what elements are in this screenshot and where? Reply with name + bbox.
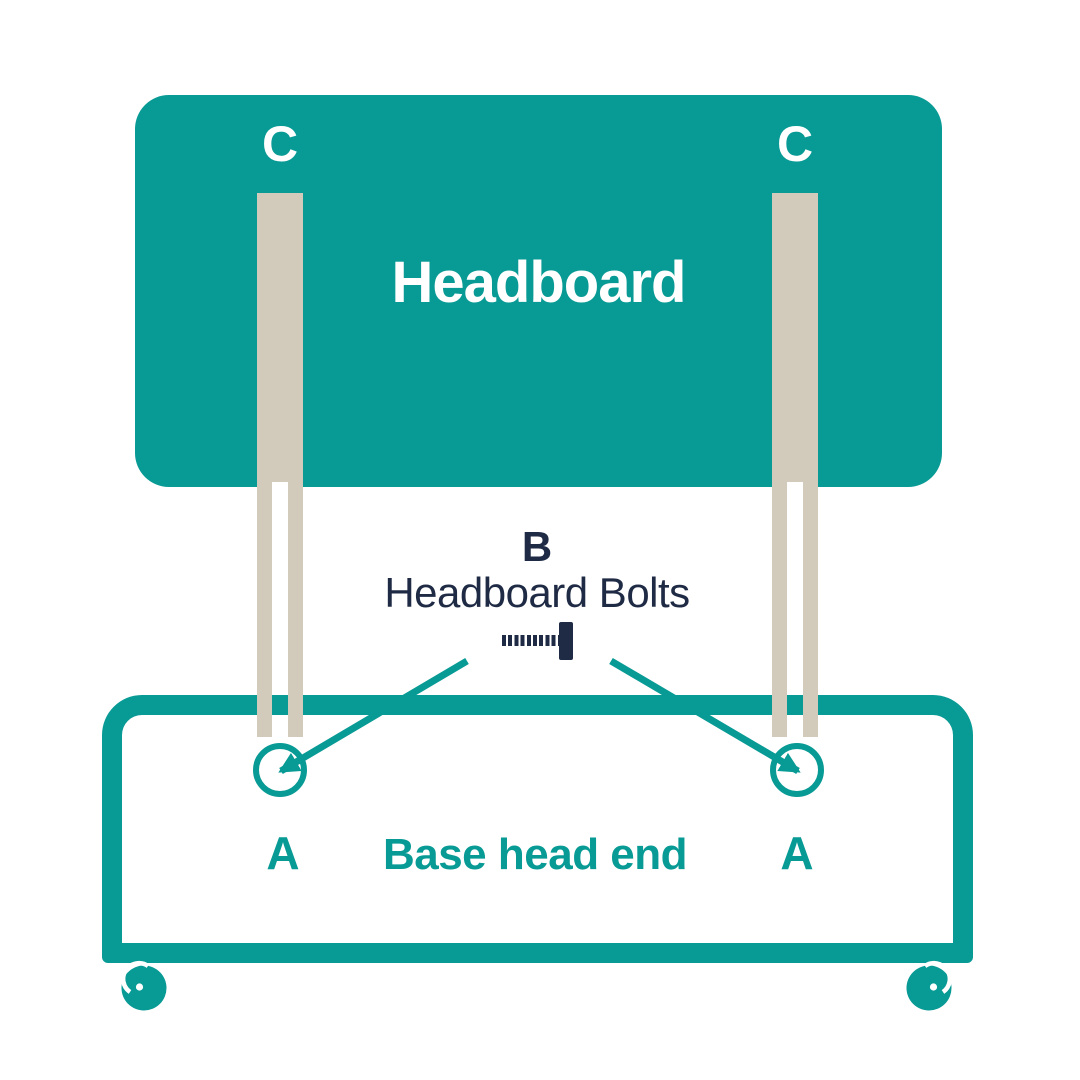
- bolt-head: [559, 622, 573, 660]
- caster-wheel-icon: [120, 960, 167, 1011]
- base-caption: Base head end: [382, 830, 688, 879]
- headboard-strut-right: [772, 193, 818, 482]
- strut-slotted-rail: [803, 482, 818, 737]
- strut-slot-right: [787, 482, 803, 488]
- part-label-a-left: A: [266, 827, 300, 879]
- strut-slotted-rail: [257, 482, 272, 737]
- strut-slot-left: [272, 482, 288, 488]
- caster-wheel-icon: [906, 960, 953, 1011]
- caster-fork: [120, 960, 150, 994]
- headboard-strut-left: [257, 193, 303, 482]
- bolt-icon: [502, 622, 573, 660]
- caster-wheel: [121, 965, 167, 1011]
- part-label-c-right: C: [776, 116, 814, 172]
- part-label-a-right: A: [780, 827, 814, 879]
- caster-wheel: [906, 965, 952, 1011]
- bolt-caption: Headboard Bolts: [384, 569, 690, 616]
- base-frame: [102, 695, 973, 963]
- headboard-label: Headboard: [391, 250, 687, 315]
- caster-fork: [923, 960, 953, 994]
- part-label-b: B: [521, 523, 553, 570]
- bolt-thread: [502, 635, 559, 646]
- caster-axle: [929, 983, 938, 991]
- part-label-c-left: C: [261, 116, 299, 172]
- caster-axle: [135, 983, 144, 991]
